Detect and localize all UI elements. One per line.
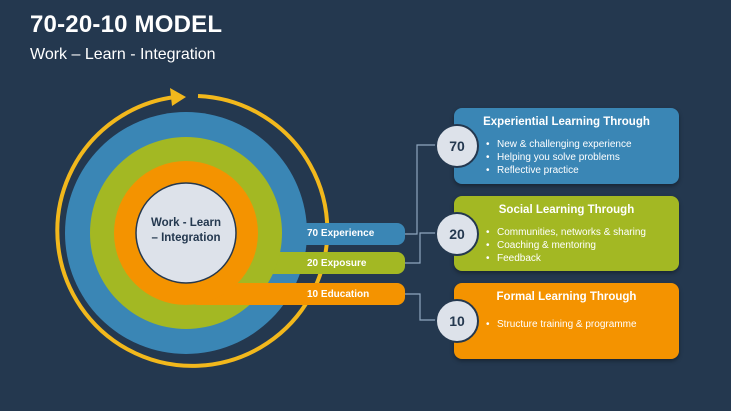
- badge-70: 70: [435, 124, 479, 168]
- card-social: Social Learning Through Communities, net…: [454, 196, 679, 271]
- badge-20: 20: [435, 212, 479, 256]
- slide-subtitle: Work – Learn - Integration: [30, 46, 216, 63]
- center-label: Work - Learn – Integration: [138, 216, 234, 246]
- connector-70: [405, 144, 437, 235]
- card-formal: Formal Learning Through Structure traini…: [454, 283, 679, 359]
- list-item: Communities, networks & sharing: [486, 226, 646, 239]
- band-label-exposure: 20 Exposure: [307, 258, 367, 269]
- card-list: Communities, networks & sharing Coaching…: [486, 226, 646, 265]
- connector-lines: [405, 144, 437, 321]
- list-item: Helping you solve problems: [486, 151, 632, 164]
- center-label-line1: Work - Learn: [150, 217, 222, 229]
- list-item: Reflective practice: [486, 164, 632, 177]
- card-list: Structure training & programme: [486, 318, 637, 331]
- connector-10: [405, 293, 437, 321]
- band-label-experience: 70 Experience: [307, 228, 375, 239]
- list-item: Coaching & mentoring: [486, 239, 646, 252]
- education-band: [190, 283, 405, 305]
- card-title: Experiential Learning Through: [483, 116, 650, 128]
- center-circle: [135, 182, 237, 284]
- connector-20: [405, 232, 437, 264]
- card-list: New & challenging experience Helping you…: [486, 138, 632, 177]
- band-label-education: 10 Education: [307, 289, 370, 300]
- list-item: Feedback: [486, 252, 646, 265]
- slide-title: 70-20-10 MODEL: [30, 11, 223, 38]
- center-label-line2: – Integration: [151, 232, 221, 244]
- cycle-arc: [55, 94, 330, 368]
- list-item: New & challenging experience: [486, 138, 632, 151]
- cycle-arrow-head: [170, 88, 186, 106]
- card-title: Social Learning Through: [498, 204, 635, 216]
- cycle-arrow: [55, 88, 330, 368]
- card-experiential: Experiential Learning Through New & chal…: [454, 108, 679, 184]
- list-item: Structure training & programme: [486, 318, 637, 331]
- card-title: Formal Learning Through: [496, 291, 637, 303]
- badge-10: 10: [435, 299, 479, 343]
